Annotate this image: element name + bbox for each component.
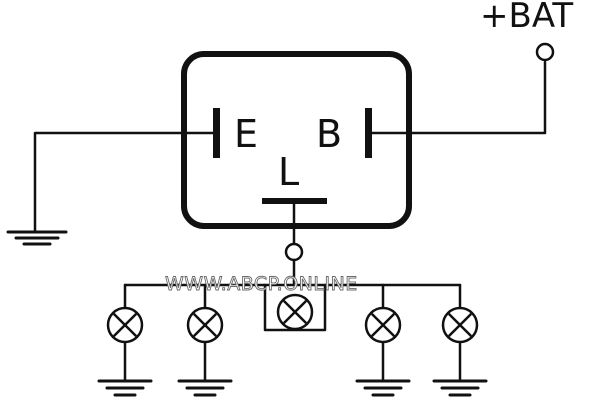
terminal-e-plate <box>213 108 220 158</box>
ground-symbol <box>177 379 233 397</box>
relay-housing <box>181 51 412 229</box>
label-battery: +BAT <box>480 0 573 36</box>
label-terminal-l: L <box>278 150 299 194</box>
watermark-text: WWW.ABCP.ONLINE <box>165 273 358 295</box>
wire-b-to-battery <box>370 60 547 135</box>
ground-symbol-main <box>6 230 68 246</box>
indicator-lamp <box>276 293 314 331</box>
label-terminal-b: B <box>316 112 342 156</box>
terminal-b-plate <box>365 108 372 158</box>
lamp-4 <box>355 283 411 397</box>
terminal-l-plate <box>262 198 327 204</box>
ground-symbol <box>97 379 153 397</box>
lamp-2 <box>177 283 233 397</box>
ground-symbol <box>432 379 488 397</box>
ground-symbol <box>355 379 411 397</box>
battery-terminal-post <box>535 42 555 62</box>
wire-e-to-ground <box>33 131 215 232</box>
lamp-group <box>97 283 488 397</box>
lamp-1 <box>97 283 153 397</box>
terminal-l-connector <box>284 242 304 262</box>
label-terminal-e: E <box>234 112 258 156</box>
lamp-5 <box>432 283 488 397</box>
